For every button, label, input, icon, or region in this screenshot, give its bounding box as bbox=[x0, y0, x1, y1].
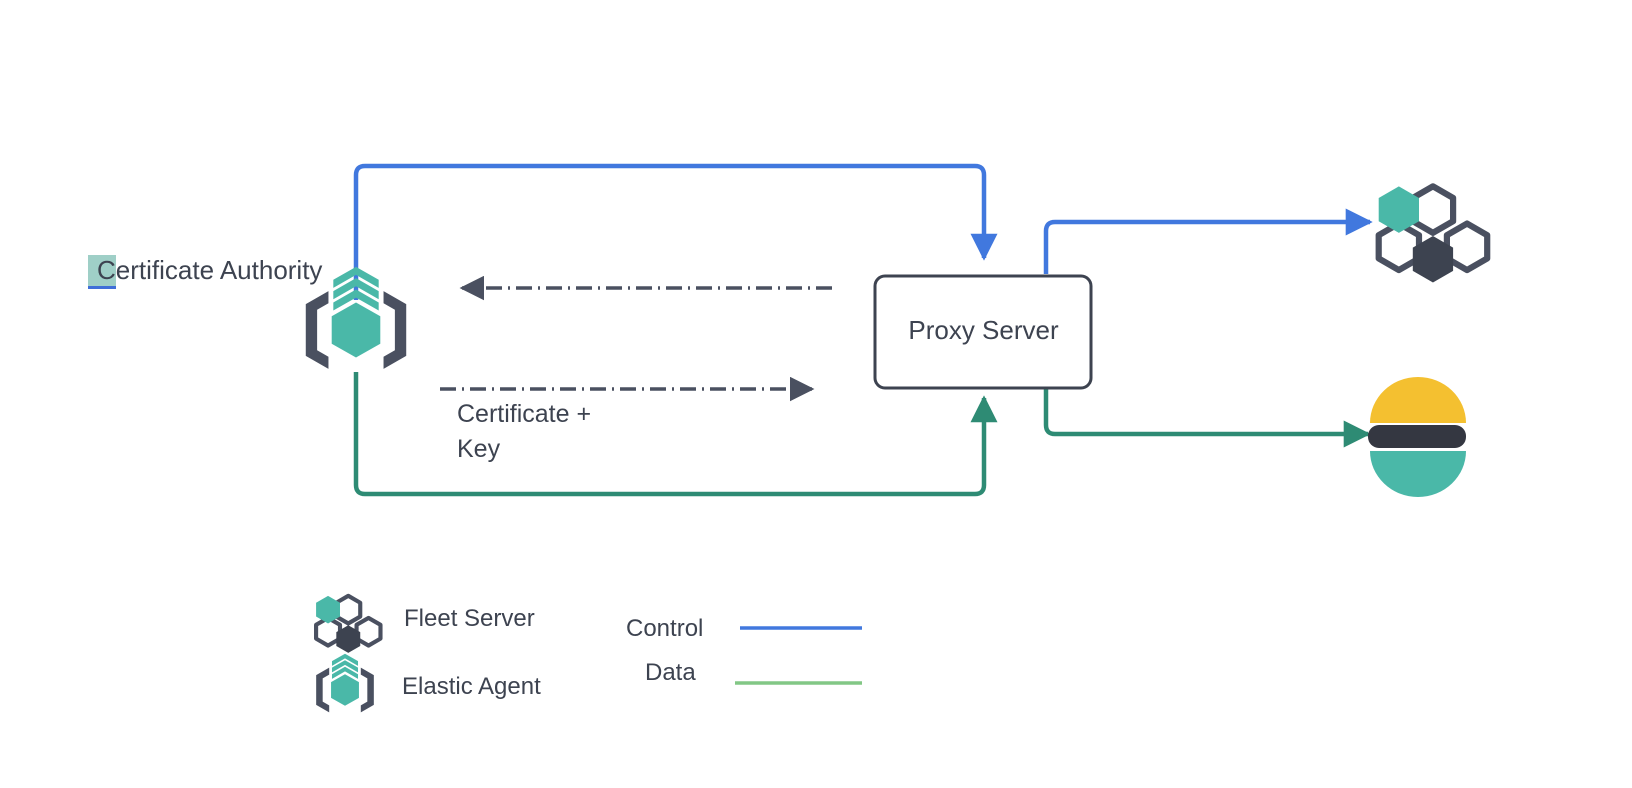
legend-fleet-server-label: Fleet Server bbox=[404, 605, 535, 632]
legend-fleet-server-icon bbox=[314, 593, 383, 653]
legend-control-label: Control bbox=[626, 615, 704, 642]
certificate-authority-highlight-char: C bbox=[97, 255, 116, 285]
fleet-server-icon bbox=[1375, 183, 1491, 283]
edge-agent-to-proxy-control bbox=[353, 163, 998, 300]
proxy-server-label: Proxy Server bbox=[908, 315, 1059, 345]
certificate-authority-label: Certificate Authority bbox=[88, 253, 323, 289]
elastic-agent-icon bbox=[305, 266, 407, 369]
edge-agent-to-proxy-data bbox=[353, 372, 998, 497]
proxy-server-box[interactable] bbox=[873, 274, 1093, 390]
edge-proxy-to-fleet-control bbox=[1043, 208, 1373, 274]
certificate-authority-label-rest: ertificate Authority bbox=[115, 255, 323, 285]
certificate-key-line-1: Certificate + bbox=[457, 400, 592, 428]
certificate-key-line-2: Key bbox=[457, 435, 501, 463]
edge-proxy-to-elasticsearch-data bbox=[1043, 383, 1371, 448]
legend-elastic-agent-icon bbox=[316, 653, 374, 713]
legend-data-label: Data bbox=[645, 659, 696, 686]
certificate-key-edge-label: Certificate + Key bbox=[457, 397, 591, 467]
elasticsearch-icon bbox=[1368, 377, 1466, 497]
legend-elastic-agent-label: Elastic Agent bbox=[402, 673, 541, 700]
certificate-authority-highlight: C bbox=[88, 255, 116, 289]
